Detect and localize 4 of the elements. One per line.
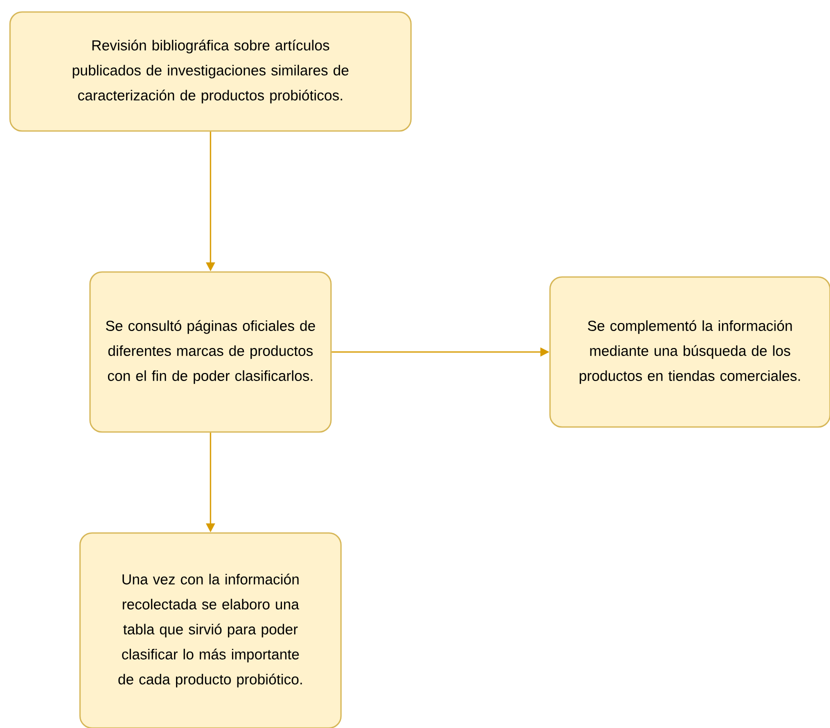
process-box: Se consultó páginas oficiales de diferentes marcas de productos con el fin de poder clasificarlos. bbox=[89, 271, 332, 433]
process-box: Se complementó la información mediante una búsqueda de los productos en tiendas comerciales. bbox=[549, 276, 830, 428]
process-box: Revisión bibliográfica sobre artículos publicados de investigaciones similares de caracterización de productos probióticos. bbox=[9, 11, 412, 132]
process-box: Una vez con la información recolectada se elaboro una tabla que sirvió para poder clasificar lo más importante de cada producto probiótico. bbox=[79, 532, 342, 728]
